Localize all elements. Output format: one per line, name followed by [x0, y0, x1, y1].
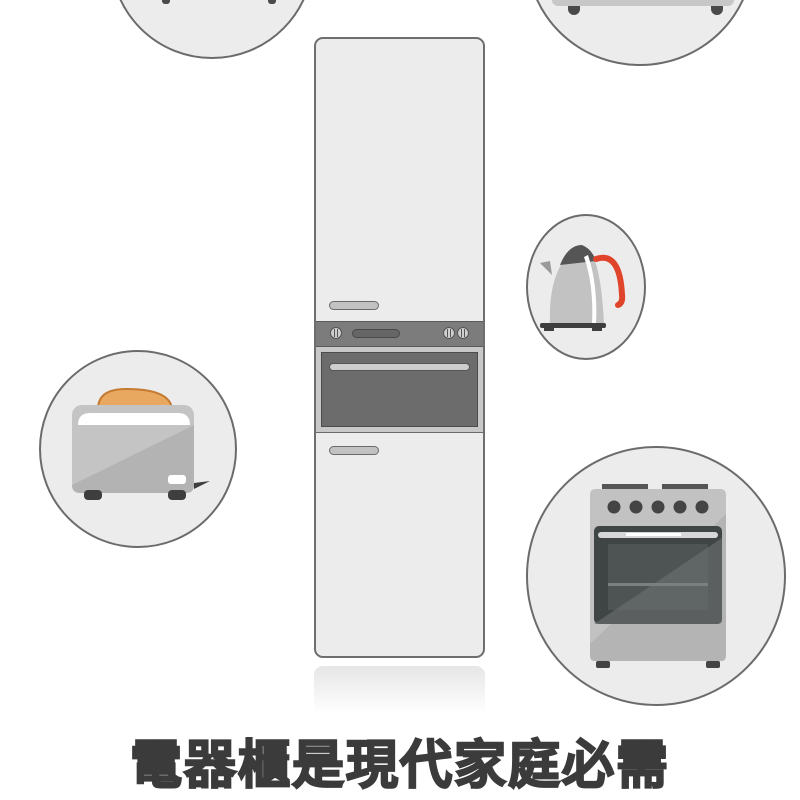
cabinet-reflection: [314, 666, 485, 714]
oven: [316, 347, 483, 433]
appliance-foot-left: [162, 0, 170, 4]
display-slot: [352, 329, 400, 338]
upper-door-handle: [329, 301, 379, 310]
control-knob-icon: [443, 327, 455, 339]
appliance-foot-right: [268, 0, 276, 4]
appliance-cabinet: [314, 37, 485, 658]
oven-door-handle: [329, 363, 470, 371]
oven-window: [321, 352, 478, 427]
control-knob-icon: [457, 327, 469, 339]
appliance-body: [552, 0, 734, 6]
top-left-appliance-circle: [110, 0, 314, 59]
appliance-foot-left: [568, 6, 580, 15]
top-right-appliance-circle: [526, 0, 754, 66]
kettle-icon: [540, 245, 626, 331]
control-strip: [316, 321, 483, 347]
control-knob-icon: [330, 327, 342, 339]
stove-icon: [590, 484, 726, 668]
caption-title: 電器櫃是現代家庭必需: [129, 735, 670, 797]
lower-door-handle: [329, 446, 379, 455]
toaster-icon: [72, 387, 210, 500]
appliance-foot-right: [711, 6, 723, 15]
